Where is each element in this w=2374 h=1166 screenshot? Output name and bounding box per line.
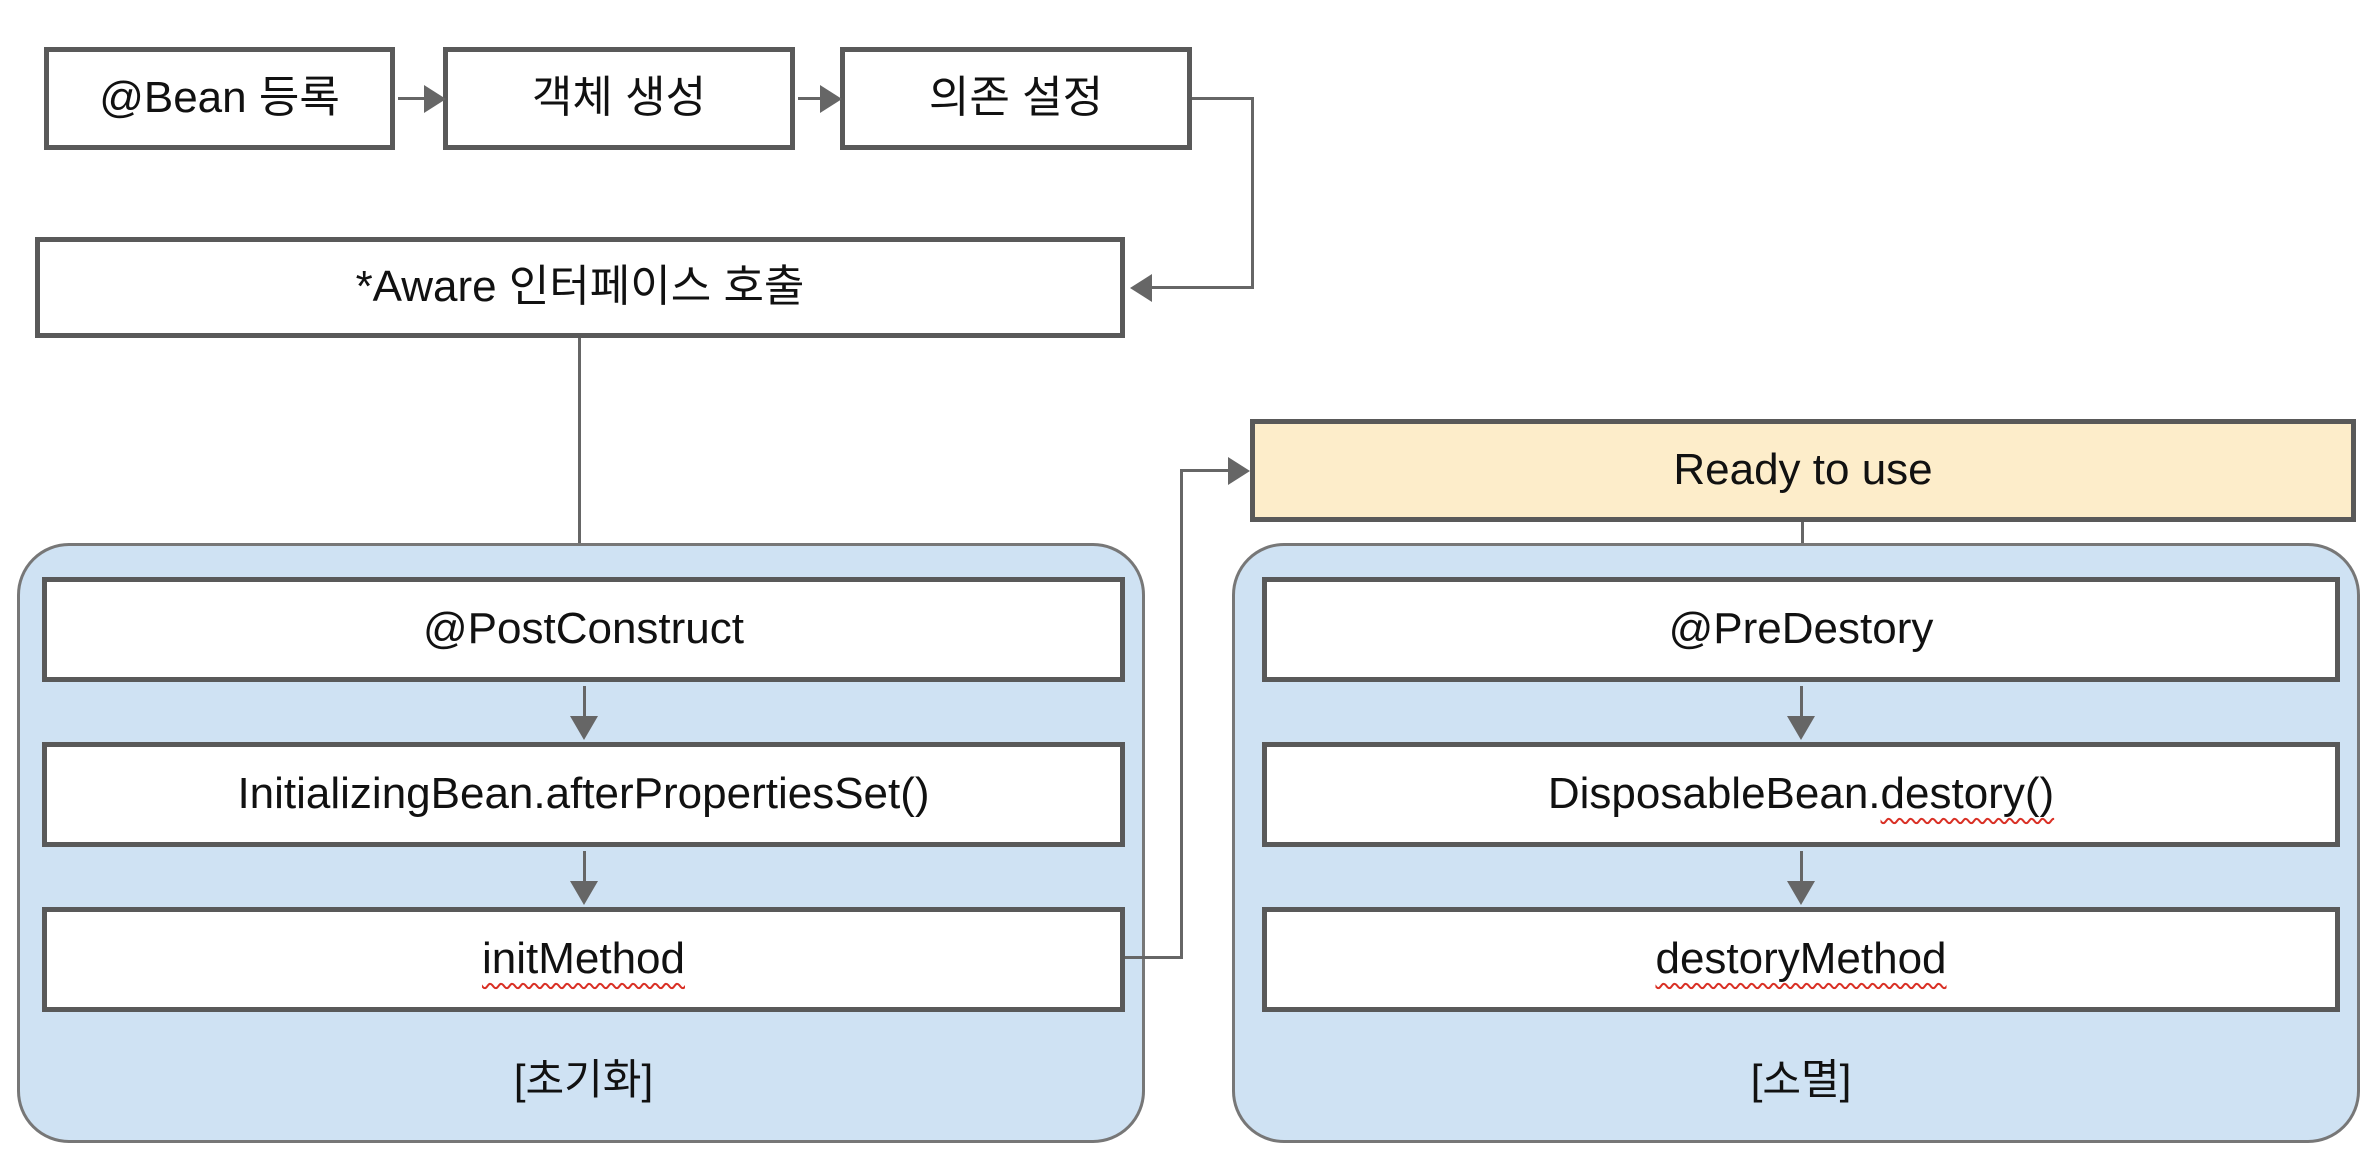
group-initialization-caption-text: [초기화] (513, 1055, 654, 1103)
arrow-predestory-to-destory-head (1787, 716, 1815, 740)
box-predestory: @PreDestory (1262, 577, 2340, 682)
arrow-create-to-dependency-line (798, 97, 826, 100)
arrow-create-to-dependency-head (820, 85, 842, 113)
group-destruction-caption: [소멸] (1262, 1040, 2340, 1112)
arrow-afterpropertiesset-to-initmethod-line (583, 851, 586, 883)
box-dependency-set: 의존 설정 (840, 47, 1192, 150)
box-destorymethod-misspelling: destoryMethod (1655, 934, 1947, 984)
connector-dependency-to-aware-seg3 (1152, 286, 1254, 289)
box-initmethod: initMethod (42, 907, 1125, 1012)
arrow-aware-to-init-line (578, 338, 581, 555)
box-bean-register-label: @Bean 등록 (99, 73, 340, 123)
box-initmethod-misspelling: initMethod (481, 934, 685, 984)
arrow-postconstruct-to-afterpropertiesset-line (583, 686, 586, 718)
box-afterpropertiesset-label: InitializingBean.afterPropertiesSet() (237, 769, 930, 819)
connector-initmethod-to-ready-seg2 (1180, 469, 1183, 959)
box-object-create-label: 객체 생성 (531, 73, 707, 123)
connector-dependency-to-aware-head (1130, 274, 1152, 302)
box-aware-call-label: *Aware 인터페이스 호출 (355, 262, 805, 312)
box-disposablebean-destory: DisposableBean.destory() (1262, 742, 2340, 847)
connector-dependency-to-aware-seg1 (1192, 97, 1254, 100)
group-destruction-caption-text: [소멸] (1750, 1055, 1852, 1103)
connector-initmethod-to-ready-head (1228, 457, 1250, 485)
arrow-afterpropertiesset-to-initmethod-head (570, 881, 598, 905)
box-aware-call: *Aware 인터페이스 호출 (35, 237, 1125, 338)
box-afterpropertiesset: InitializingBean.afterPropertiesSet() (42, 742, 1125, 847)
arrow-destory-to-destorymethod-line (1800, 851, 1803, 883)
connector-dependency-to-aware-seg2 (1251, 97, 1254, 289)
arrow-register-to-create-head (424, 85, 446, 113)
group-initialization-caption: [초기화] (42, 1040, 1125, 1112)
box-ready-to-use: Ready to use (1250, 419, 2356, 522)
box-ready-to-use-label: Ready to use (1673, 445, 1933, 495)
arrow-destory-to-destorymethod-head (1787, 881, 1815, 905)
arrow-predestory-to-destory-line (1800, 686, 1803, 718)
box-postconstruct: @PostConstruct (42, 577, 1125, 682)
box-disposablebean-destory-label: DisposableBean. (1547, 769, 1881, 819)
connector-initmethod-to-ready-seg1 (1125, 956, 1183, 959)
box-disposablebean-destory-misspelling: destory() (1880, 769, 2055, 819)
arrow-register-to-create-line (398, 97, 426, 100)
box-bean-register: @Bean 등록 (44, 47, 395, 150)
connector-initmethod-to-ready-seg3 (1180, 469, 1230, 472)
box-predestory-label: @PreDestory (1668, 604, 1934, 654)
box-destorymethod: destoryMethod (1262, 907, 2340, 1012)
box-dependency-set-label: 의존 설정 (928, 73, 1104, 123)
arrow-postconstruct-to-afterpropertiesset-head (570, 716, 598, 740)
box-object-create: 객체 생성 (443, 47, 795, 150)
arrow-ready-to-destroy-line (1801, 522, 1804, 555)
box-postconstruct-label: @PostConstruct (423, 604, 744, 654)
